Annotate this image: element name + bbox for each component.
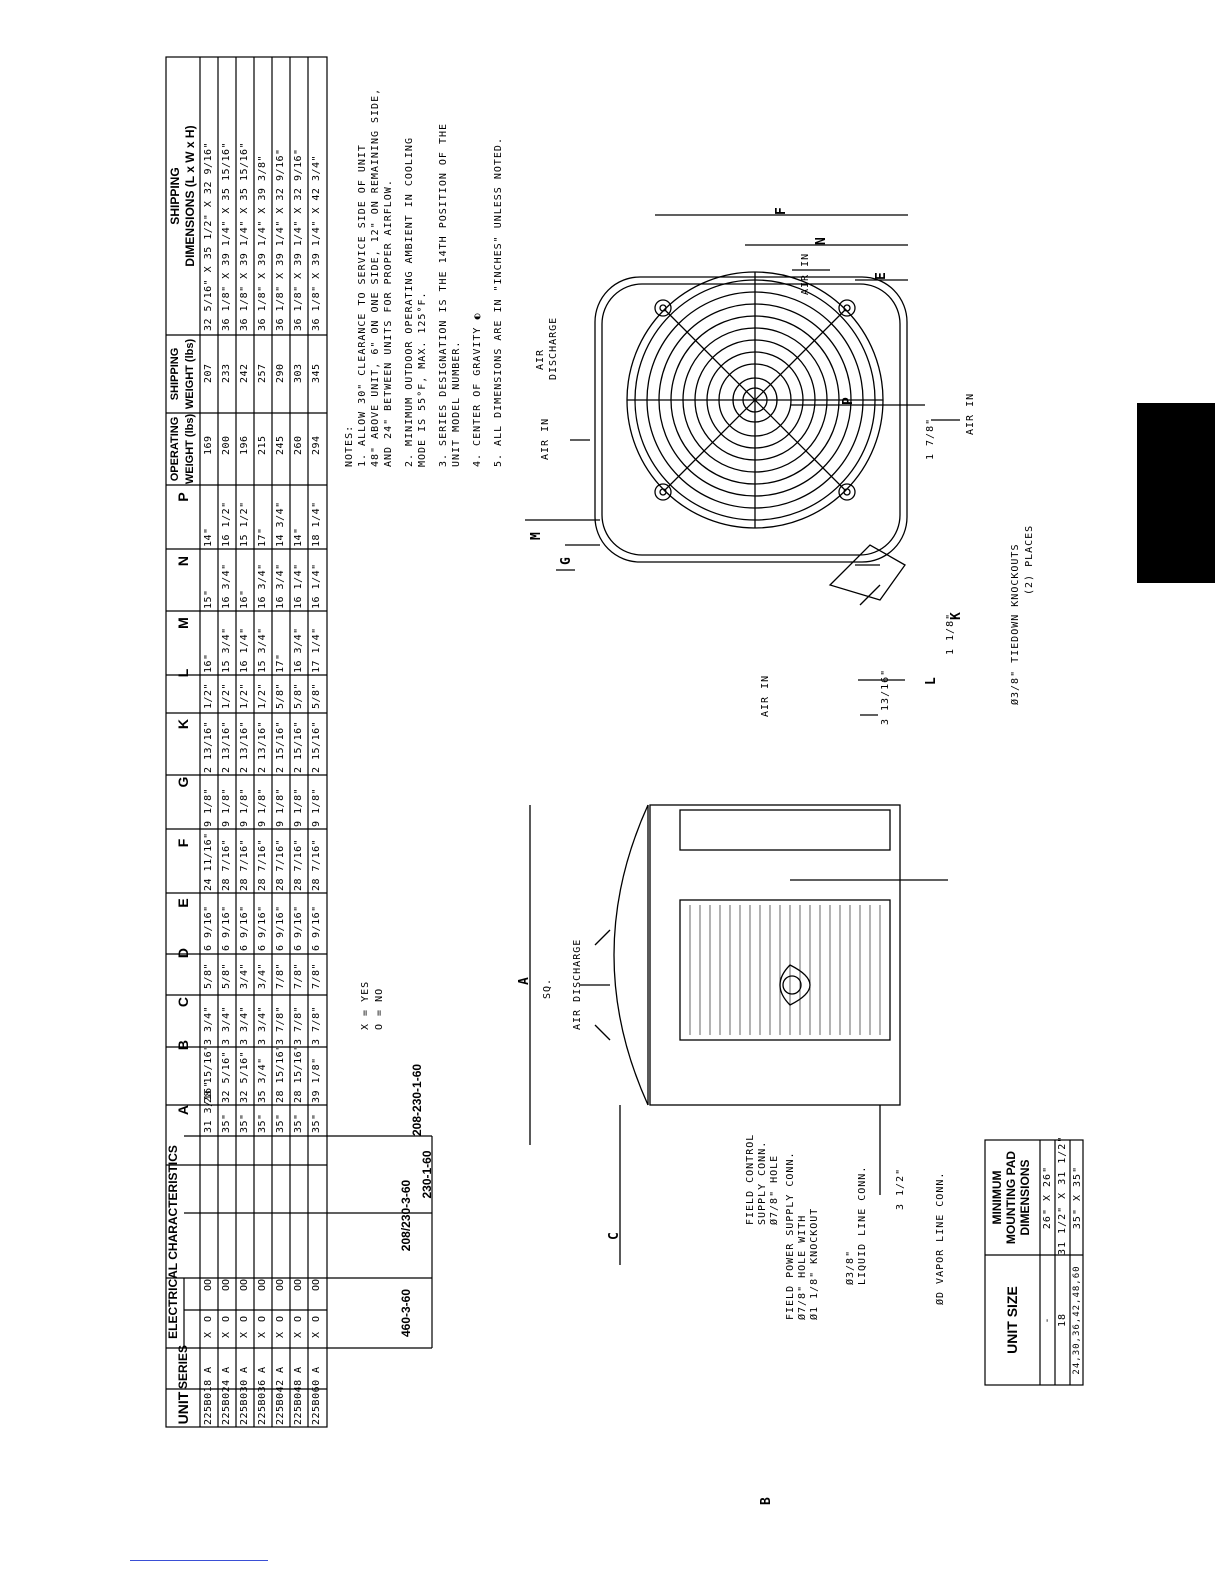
dim-p-label: P [841, 397, 856, 405]
pad-dim: 35" X 35" [1072, 1165, 1083, 1230]
pad-size: - [1042, 1316, 1053, 1324]
dim-c-label: C [607, 1232, 622, 1240]
dim-l-label: L [924, 677, 939, 685]
dim-a-label: A [517, 977, 532, 985]
pad-dim: 31 1/2" X 31 1/2" [1057, 1135, 1068, 1255]
pad-size: 24,30,36,42,48,60 [1072, 1265, 1082, 1375]
pad-size: 18 [1057, 1312, 1068, 1328]
dim-n-label: N [814, 237, 829, 245]
pad-hdr-dimensions: MINIMUM MOUNTING PAD DIMENSIONS [990, 1150, 1032, 1245]
dim-e-label: E [874, 272, 889, 280]
dim-m-label: M [529, 532, 544, 540]
dim-f-label: F [774, 207, 789, 215]
dim-k-label: K [949, 612, 964, 620]
footer-link-underline [130, 1560, 268, 1561]
section-tab-marker [1137, 403, 1215, 583]
pad-dim: 26" X 26" [1042, 1165, 1053, 1230]
dim-b-label: B [759, 1497, 774, 1505]
dim-g-label: G [559, 557, 574, 565]
pad-hdr-unit-size: UNIT SIZE [1004, 1286, 1020, 1354]
